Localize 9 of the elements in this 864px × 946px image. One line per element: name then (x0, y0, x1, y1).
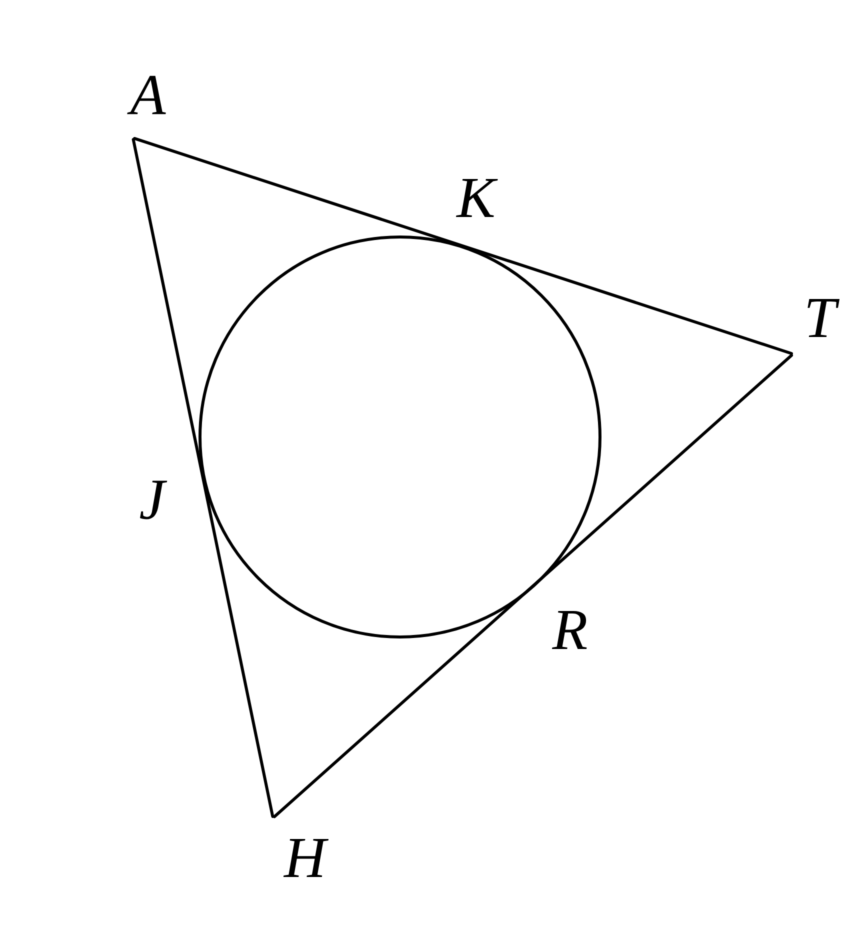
point-label: K (456, 179, 498, 217)
vertex-label: A (127, 76, 166, 114)
vertex-label: H (283, 839, 329, 877)
point-label: R (552, 611, 587, 649)
vertex-label: T (808, 299, 840, 337)
triangle-side (273, 354, 793, 818)
triangle-side (133, 136, 793, 355)
point-label: J (140, 480, 168, 520)
triangle-side (132, 138, 274, 818)
